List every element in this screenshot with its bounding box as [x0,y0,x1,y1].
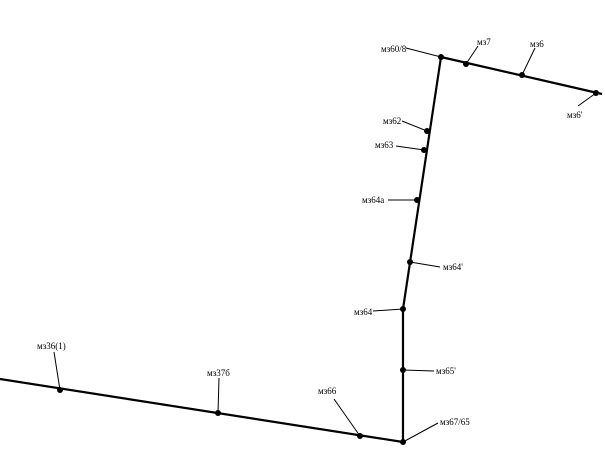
node-mz64p [407,259,413,265]
label-mz37b: мз37б [207,368,230,378]
survey-points [57,54,599,445]
point-labels: мз60/8 мз7 мз6 мз6' мз62 мз63 мз64а мз64… [37,37,583,427]
leader-mz64 [372,308,404,312]
label-mz64p: мз64' [443,262,463,272]
label-mz62: мз62 [383,116,401,126]
leader-mz65p [402,369,435,372]
label-mz67-65: мз67/65 [440,417,470,427]
node-mz36-1 [57,387,63,393]
label-mz36-1: мз36(1) [37,341,66,351]
label-mz60-8: мз60/8 [381,44,407,54]
node-mz64 [400,306,406,312]
leader-mz67-65 [402,422,439,443]
leader-mz66 [333,398,361,437]
leader-mz63 [395,145,425,151]
node-mz65p [400,367,406,373]
label-mz65p: мз65' [436,366,456,376]
label-mz64a: мз64а [362,195,384,205]
label-mz63: мз63 [375,140,394,150]
leader-mz62 [401,120,428,132]
label-mz6: мз6 [530,39,544,49]
leader-mz6 [521,47,536,76]
leader-mz7 [465,45,479,65]
line-segments [0,55,603,444]
node-mz62 [424,128,430,134]
node-mz6p [593,90,599,96]
leader-mz64p [409,261,441,268]
node-mz7 [463,61,469,67]
label-mz6p: мз6' [567,110,583,120]
node-mz63 [421,147,427,153]
node-mz66 [357,433,363,439]
node-mz64a [414,197,420,203]
label-mz64: мз64 [354,307,373,317]
leader-mz37b [217,377,220,414]
label-mz7: мз7 [477,37,491,47]
label-mz66: мз66 [318,386,337,396]
leader-mz36-1 [53,351,61,391]
segment-upper-vertical [401,56,443,310]
node-mz37b [215,410,221,416]
node-mz60-8 [438,54,444,60]
leader-mz6p [577,92,597,107]
leader-mz60-8 [405,47,442,58]
node-mz67-65 [400,439,406,445]
segment-bottom-left [0,377,404,444]
leader-lines [53,45,597,443]
node-mz6 [519,72,525,78]
